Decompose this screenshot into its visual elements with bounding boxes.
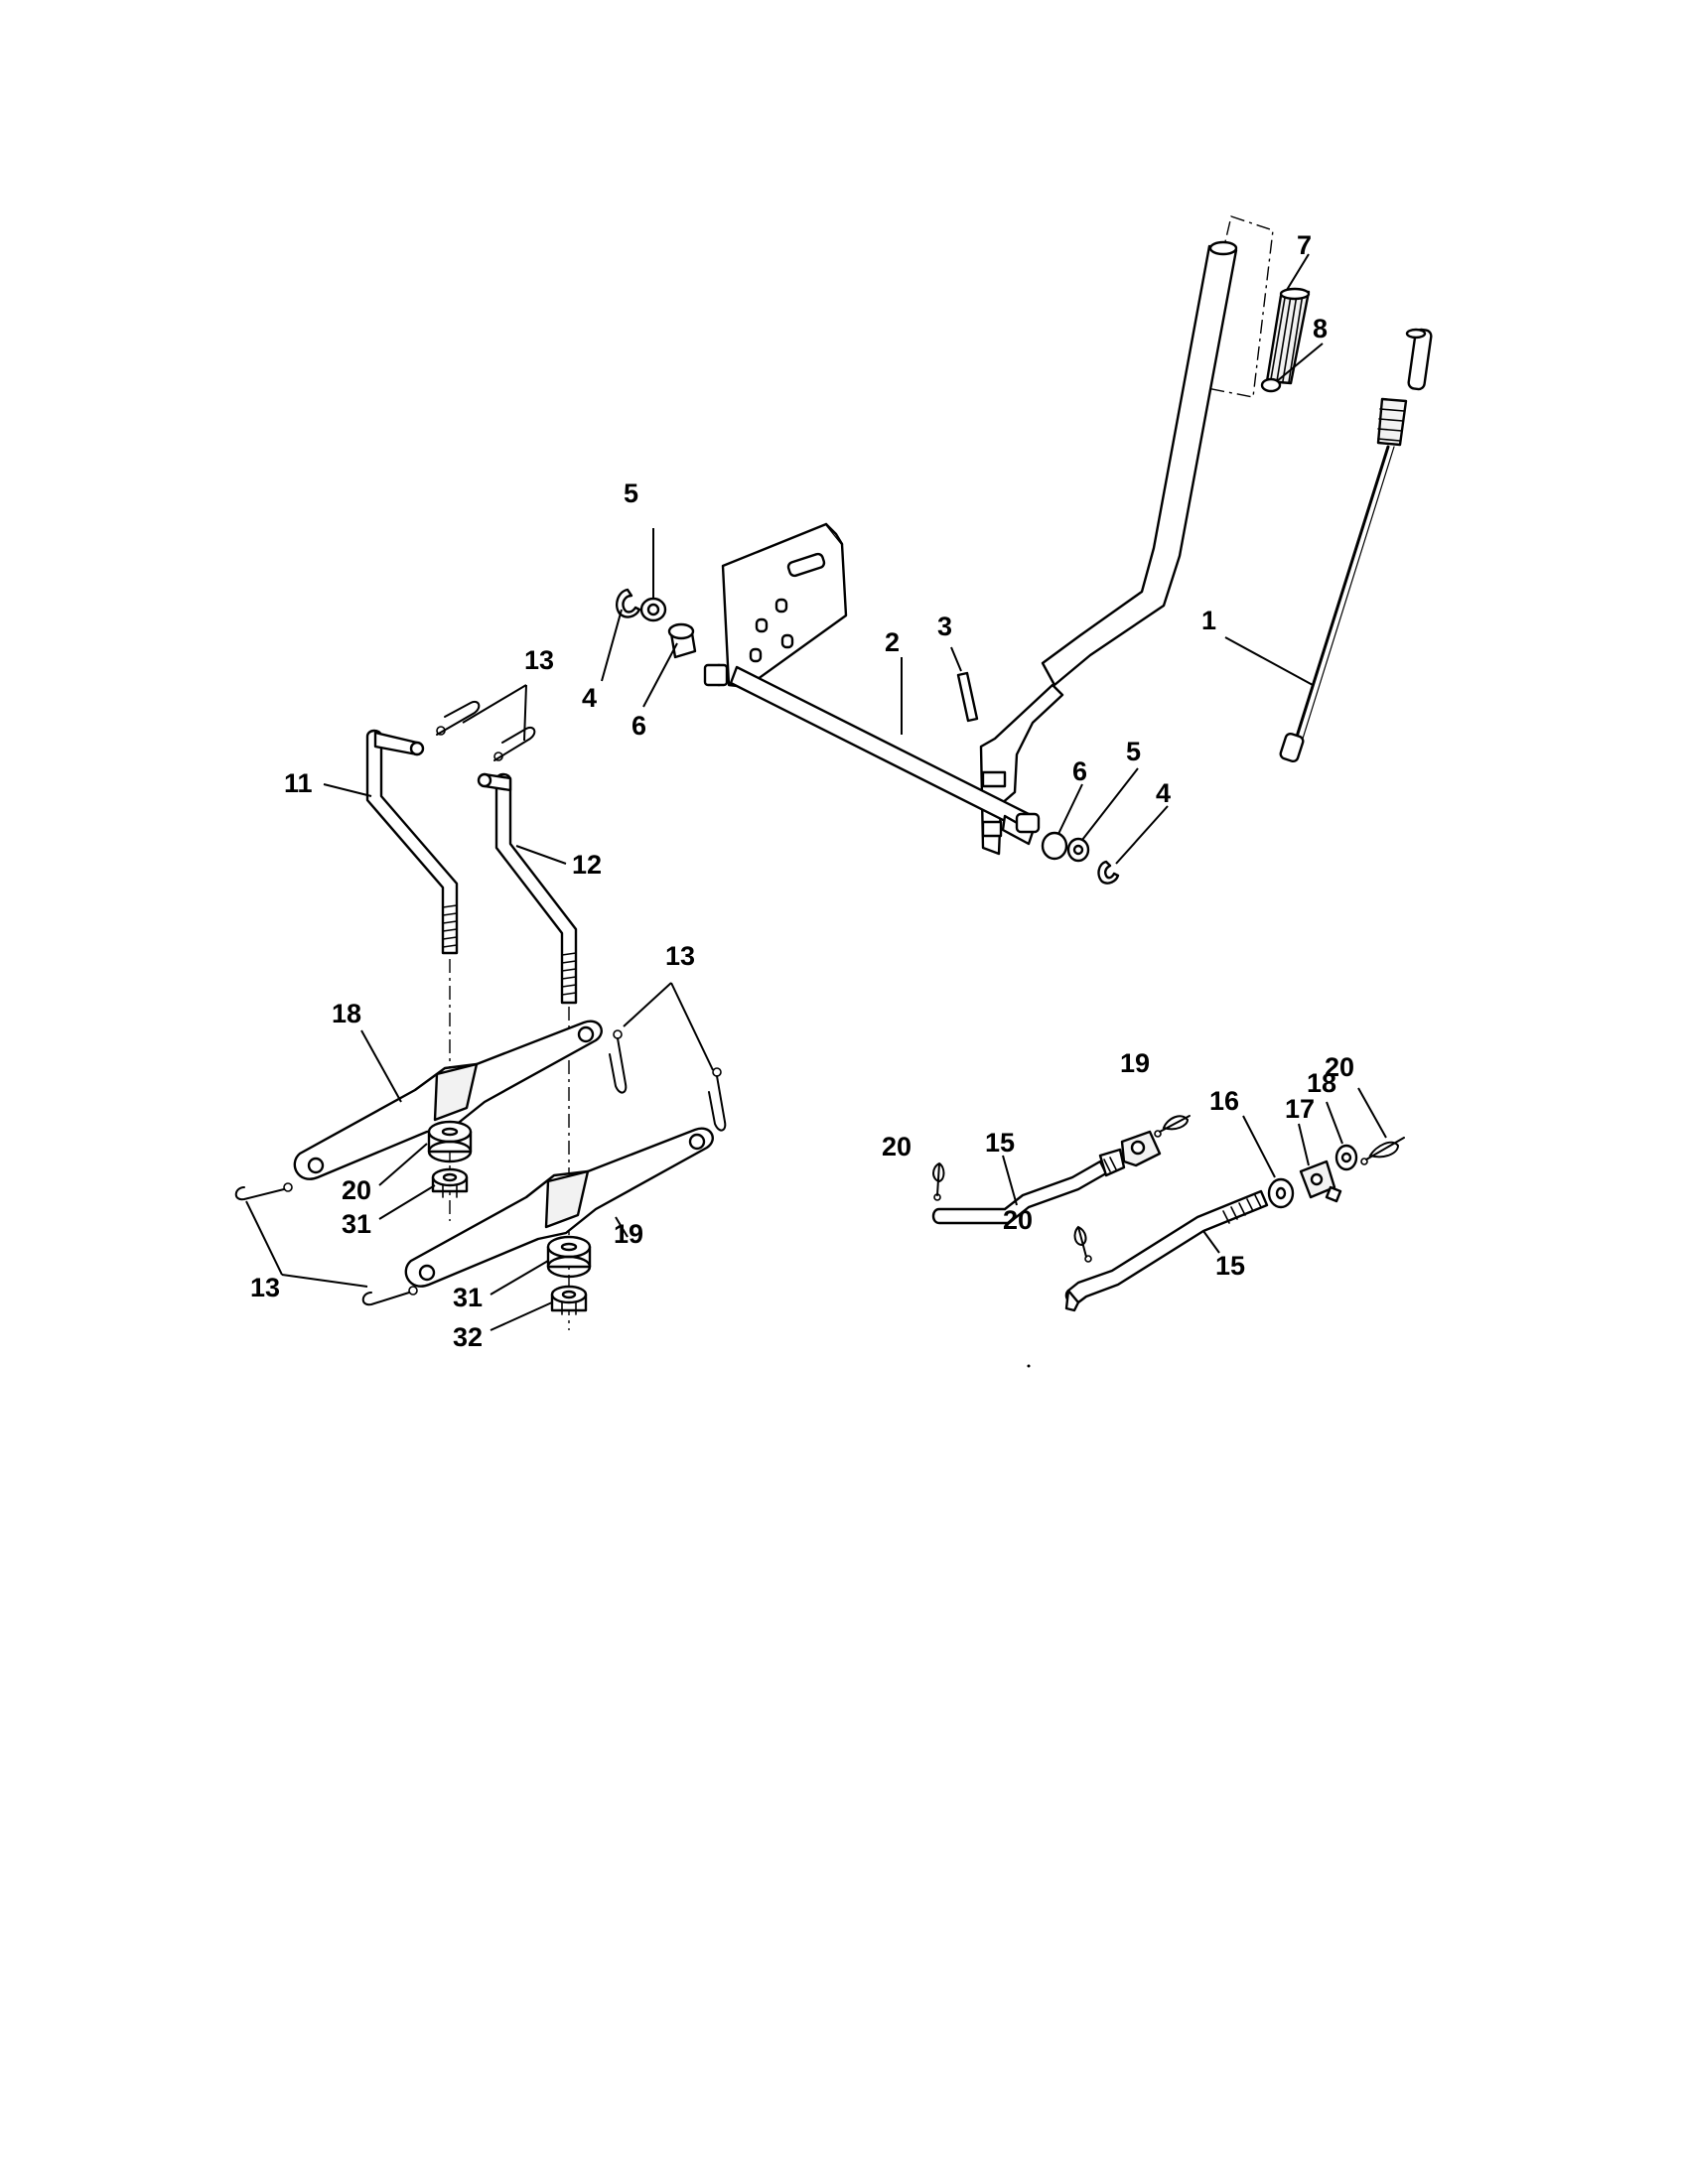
grip-ring xyxy=(1260,377,1282,393)
threads xyxy=(442,904,458,948)
callout-20-a: 19 xyxy=(1120,1048,1150,1078)
lift-link-11 xyxy=(365,729,459,955)
callout-12: 12 xyxy=(572,850,602,880)
hairpin-clip xyxy=(436,701,481,736)
mounting-plate xyxy=(721,522,848,689)
callout-18: 18 xyxy=(1307,1068,1336,1098)
bushing-set-right xyxy=(1015,812,1120,885)
callout-1: 1 xyxy=(1201,606,1216,635)
lift-arm-lower xyxy=(404,1127,714,1288)
lift-rod xyxy=(1279,328,1433,763)
lever-tube-end xyxy=(1208,240,1238,256)
retaining-ring xyxy=(616,588,641,618)
callout-19-upper: 18 xyxy=(332,999,361,1028)
callout-31-upper: 20 xyxy=(342,1175,371,1205)
callout-5-right: 5 xyxy=(1126,737,1141,766)
lift-arm-upper xyxy=(293,1020,603,1180)
bushing xyxy=(1041,831,1068,861)
hairpin-clip xyxy=(1360,1137,1405,1165)
callout-6-right: 6 xyxy=(1072,756,1087,786)
lift-lever xyxy=(1041,244,1238,687)
stray-mark xyxy=(1027,1364,1031,1368)
callout-20-d: 20 xyxy=(1003,1205,1033,1235)
leader-lines xyxy=(245,253,1387,1331)
callout-4-right: 4 xyxy=(1156,778,1171,808)
callout-2: 2 xyxy=(885,627,900,657)
washer-16 xyxy=(1267,1177,1295,1209)
hairpin-clip xyxy=(1154,1115,1191,1138)
callout-15-lower: 15 xyxy=(1215,1251,1245,1281)
spacer xyxy=(546,1235,592,1279)
callout-labels: 7 8 1 2 3 5 4 6 6 5 4 11 12 13 13 13 18 … xyxy=(250,230,1354,1352)
bushing-set-left xyxy=(616,588,697,659)
lift-link-12 xyxy=(477,772,578,1005)
callout-13-top: 13 xyxy=(524,645,554,675)
hairpin-clip xyxy=(493,727,536,761)
callout-20-c: 20 xyxy=(1325,1052,1354,1082)
callout-11: 11 xyxy=(284,768,313,798)
threads xyxy=(1103,1157,1117,1172)
callout-5-left: 5 xyxy=(624,478,638,508)
callout-32-lower: 32 xyxy=(453,1322,483,1352)
callout-16: 16 xyxy=(1209,1086,1239,1116)
retaining-ring xyxy=(1097,860,1120,885)
hairpin-clip xyxy=(234,1182,293,1201)
threads xyxy=(561,952,577,996)
callout-4-left: 4 xyxy=(582,683,597,713)
callout-15-upper: 15 xyxy=(985,1128,1015,1158)
hex-nut xyxy=(550,1285,588,1315)
threads xyxy=(1222,1194,1262,1224)
callout-3: 3 xyxy=(937,612,952,641)
callout-6-left: 6 xyxy=(632,711,646,741)
handle-grip xyxy=(1265,287,1311,385)
adjustment-rod-lower xyxy=(1064,1189,1269,1312)
callout-13-right: 13 xyxy=(665,941,695,971)
callout-32-upper: 31 xyxy=(342,1209,371,1239)
ferrule-17 xyxy=(1299,1160,1342,1203)
hairpin-clip xyxy=(1073,1225,1092,1263)
bracket-slot-lower xyxy=(981,820,1003,838)
callout-8: 8 xyxy=(1313,314,1328,343)
callout-20-b: 20 xyxy=(882,1132,912,1161)
callout-17: 17 xyxy=(1285,1094,1315,1124)
roll-pin xyxy=(956,671,979,723)
callout-13-bottom: 13 xyxy=(250,1273,280,1302)
callout-7: 7 xyxy=(1297,230,1312,260)
callout-19-lower: 19 xyxy=(614,1219,643,1249)
lift-lever-assembly xyxy=(979,215,1274,856)
spacer xyxy=(427,1120,473,1163)
hairpin-clip xyxy=(932,1161,945,1201)
bracket-slot xyxy=(981,770,1007,788)
callout-31-lower: 31 xyxy=(453,1283,483,1312)
hairpin-clip xyxy=(708,1067,727,1132)
hairpin-clip xyxy=(361,1286,418,1306)
nut-18 xyxy=(1334,1144,1358,1171)
adjustment-rod-upper xyxy=(931,1130,1162,1225)
hairpin-clip xyxy=(609,1029,628,1094)
